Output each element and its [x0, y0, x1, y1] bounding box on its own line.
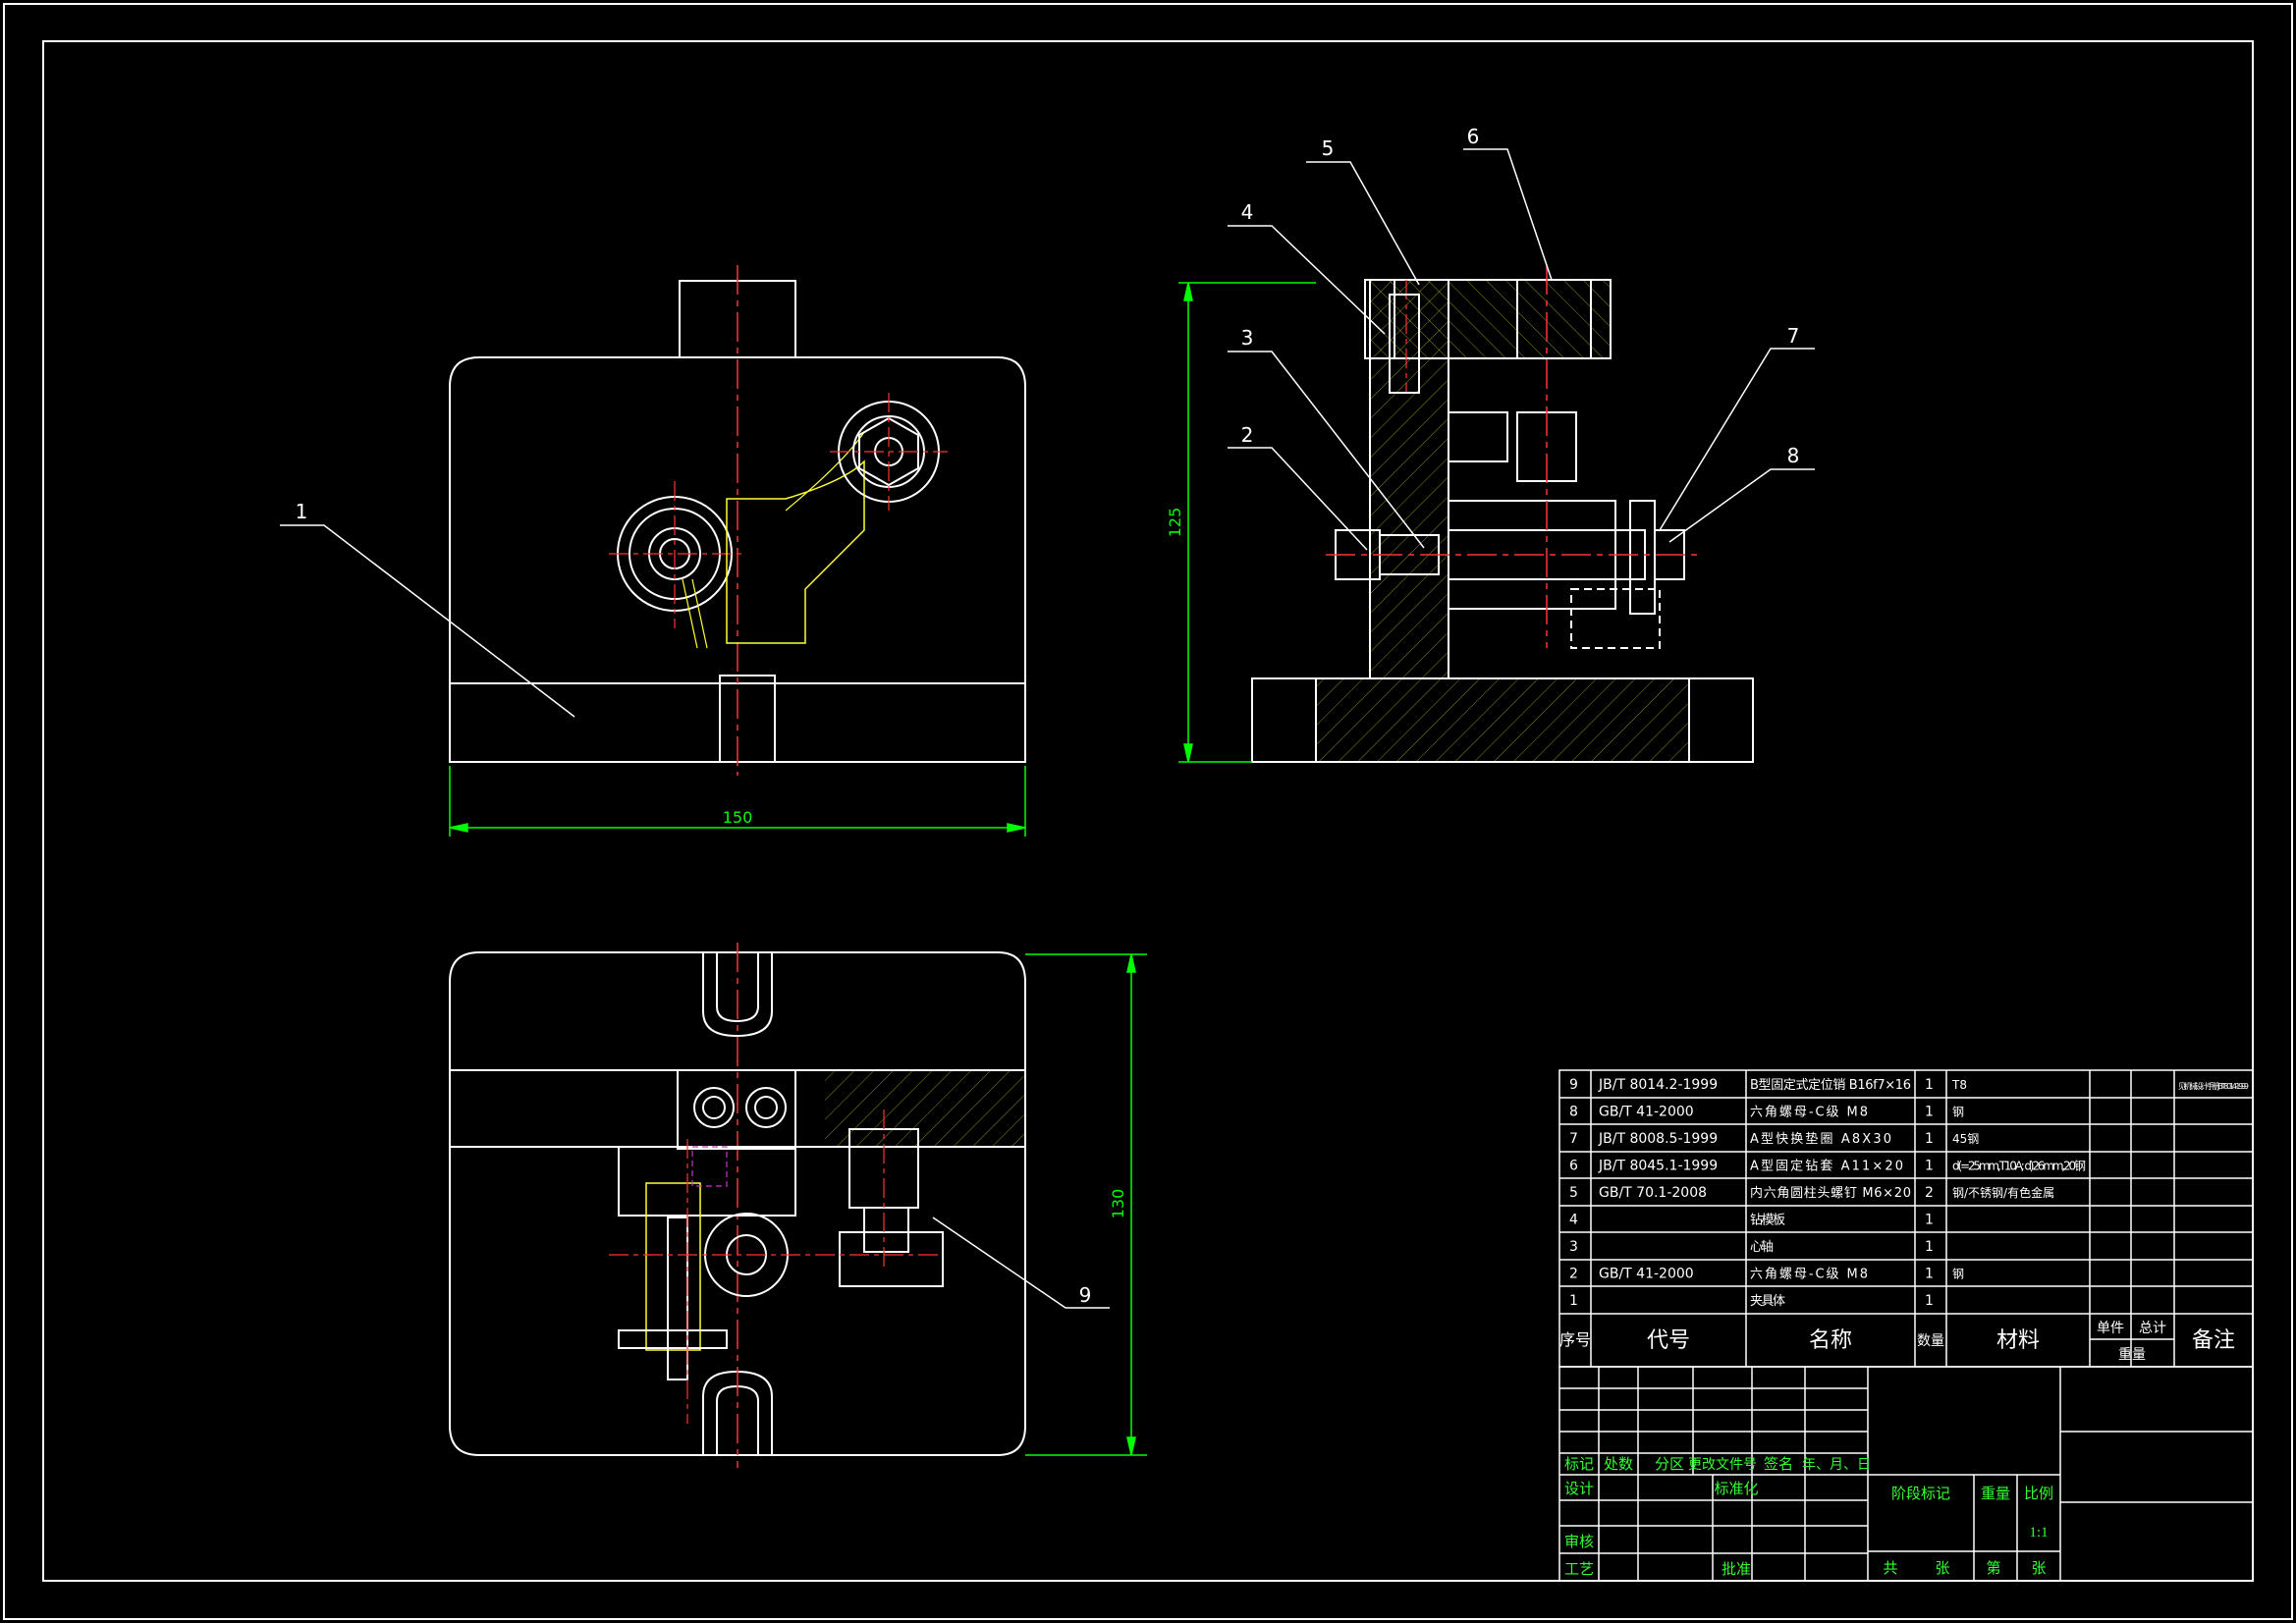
balloon-2: 2	[1241, 423, 1254, 447]
title-block	[1558, 1366, 2254, 1582]
balloon-3: 3	[1241, 326, 1254, 350]
bom-cell-qty: 1	[1925, 1131, 1934, 1147]
tb-count: 处数	[1604, 1455, 1633, 1473]
tb-scale: 比例	[2024, 1485, 2053, 1502]
leader-lines	[280, 148, 1815, 1309]
bom-cell-qty: 1	[1925, 1213, 1934, 1228]
tb-zone: 分区	[1655, 1455, 1684, 1473]
dimension-width	[449, 766, 1026, 837]
tb-standard: 标准化	[1714, 1480, 1758, 1497]
tb-review: 审核	[1564, 1533, 1594, 1550]
bom-cell-code: JB/T 8008.5-1999	[1598, 1131, 1718, 1147]
tb-approve: 批准	[1722, 1560, 1751, 1578]
bom-cell-material: 钢	[1952, 1106, 1964, 1119]
bom-cell-name: 六角螺母-C级 M8	[1750, 1268, 1868, 1282]
bom-header-material: 材料	[1996, 1328, 2040, 1353]
bom-header-name: 名称	[1809, 1328, 1852, 1353]
bom-header: 序号 代号 名称 数量 材料 单件 总计 重量 备注	[1559, 1321, 2235, 1363]
bom-cell-no: 6	[1569, 1159, 1578, 1174]
balloon-8: 8	[1787, 444, 1800, 467]
bom-cell-qty: 1	[1925, 1077, 1934, 1093]
dimension-height-side-label: 125	[1166, 508, 1184, 538]
bom-cell-code: GB/T 41-2000	[1599, 1105, 1694, 1120]
outer-frame	[3, 3, 2293, 1620]
bom-cell-name: 六角螺母-C级 M8	[1750, 1106, 1868, 1120]
bom-cell-qty: 1	[1925, 1159, 1934, 1174]
balloon-5: 5	[1322, 136, 1335, 160]
tb-sheet-unit: 张	[2031, 1559, 2046, 1577]
tb-sheets: 张	[1935, 1559, 1949, 1577]
bom-rows: 9 JB/T 8014.2-1999 B型固定式定位销 B16f7×16 1 T8 见机械…	[1569, 1077, 2249, 1309]
tb-mark: 标记	[1564, 1455, 1594, 1473]
side-view	[1251, 265, 1754, 763]
tb-sign: 签名	[1764, 1455, 1793, 1473]
bom-cell-name: 内六角圆柱头螺钉 M6×20	[1750, 1185, 1911, 1201]
tb-stage: 阶段标记	[1891, 1485, 1950, 1502]
bom-cell-no: 3	[1569, 1239, 1578, 1255]
bom-cell-no: 8	[1569, 1105, 1578, 1120]
bom-cell-material: 钢	[1952, 1268, 1964, 1281]
bom-cell-name: B型固定式定位销 B16f7×16	[1750, 1078, 1911, 1093]
bom-cell-qty: 1	[1925, 1293, 1934, 1309]
tb-scale-value: 1:1	[2029, 1525, 2048, 1541]
bom-header-note: 备注	[2192, 1328, 2235, 1353]
front-view	[449, 265, 1026, 776]
tb-change-doc: 更改文件号	[1688, 1457, 1757, 1473]
bom-cell-name: 心轴	[1750, 1240, 1774, 1255]
bom-cell-material: 钢/不锈钢/有色金属	[1952, 1185, 2054, 1200]
bom-cell-no: 5	[1569, 1185, 1578, 1201]
bom-cell-qty: 1	[1925, 1267, 1934, 1282]
tb-sheet-no: 第	[1986, 1559, 2000, 1577]
bom-cell-material: d(=25mm,T10A; d)26mm,20钢	[1952, 1160, 2086, 1173]
bom-cell-name: 夹具体	[1750, 1294, 1785, 1309]
bom-cell-qty: 2	[1925, 1185, 1934, 1201]
bom-cell-code: GB/T 70.1-2008	[1599, 1185, 1707, 1201]
plan-view	[449, 943, 1026, 1468]
bom-table	[1558, 1069, 2254, 1368]
bom-cell-code: GB/T 41-2000	[1599, 1267, 1694, 1282]
bom-cell-qty: 1	[1925, 1239, 1934, 1255]
bom-cell-code: JB/T 8014.2-1999	[1598, 1077, 1718, 1093]
dimension-height-side	[1178, 282, 1316, 763]
tb-weight: 重量	[1981, 1485, 2010, 1502]
bom-cell-material: T8	[1951, 1078, 1967, 1092]
bom-cell-code: JB/T 8045.1-1999	[1598, 1159, 1718, 1174]
balloon-6: 6	[1467, 125, 1480, 148]
bom-cell-no: 1	[1569, 1293, 1578, 1309]
bom-cell-name: A型快换垫圈 A8X30	[1750, 1131, 1891, 1147]
tb-design: 设计	[1564, 1480, 1594, 1497]
bom-cell-no: 7	[1569, 1131, 1578, 1147]
balloon-7: 7	[1787, 324, 1800, 348]
balloon-labels: 1 2 3 4 5 6 7 8 9	[296, 125, 1800, 1307]
bom-cell-name: A型固定钻套 A11×20	[1750, 1159, 1903, 1174]
balloon-9: 9	[1079, 1283, 1092, 1307]
bom-cell-qty: 1	[1925, 1105, 1934, 1120]
bom-header-no: 序号	[1559, 1330, 1591, 1349]
bom-header-qty: 数量	[1917, 1333, 1944, 1349]
balloon-1: 1	[296, 500, 308, 523]
bom-header-unit: 单件	[2097, 1321, 2124, 1336]
dimension-width-label: 150	[723, 808, 753, 827]
tb-date: 年、月、日	[1802, 1457, 1871, 1473]
bom-cell-no: 9	[1569, 1077, 1578, 1093]
bom-cell-no: 2	[1569, 1267, 1578, 1282]
dimension-height-plan-label: 130	[1109, 1189, 1127, 1219]
balloon-4: 4	[1241, 200, 1254, 224]
bom-header-weight: 重量	[2118, 1347, 2146, 1363]
bom-header-total: 总计	[2139, 1321, 2166, 1336]
bom-cell-no: 4	[1569, 1213, 1578, 1228]
dimension-height-plan	[1025, 953, 1147, 1456]
inner-frame	[42, 40, 2254, 1582]
bom-cell-note: 见机械设计手册JBT8014-1999	[2178, 1081, 2249, 1091]
bom-header-code: 代号	[1647, 1328, 1690, 1353]
bom-cell-material: 45钢	[1952, 1132, 1979, 1146]
bom-cell-name: 钻模板	[1750, 1214, 1785, 1228]
title-block-labels: 标记 处数 分区 更改文件号 签名 年、月、日 设计 标准化 审核 工艺 批准 …	[1564, 1455, 2053, 1578]
tb-total-sheets: 共	[1883, 1559, 1897, 1577]
tb-process: 工艺	[1564, 1560, 1594, 1578]
